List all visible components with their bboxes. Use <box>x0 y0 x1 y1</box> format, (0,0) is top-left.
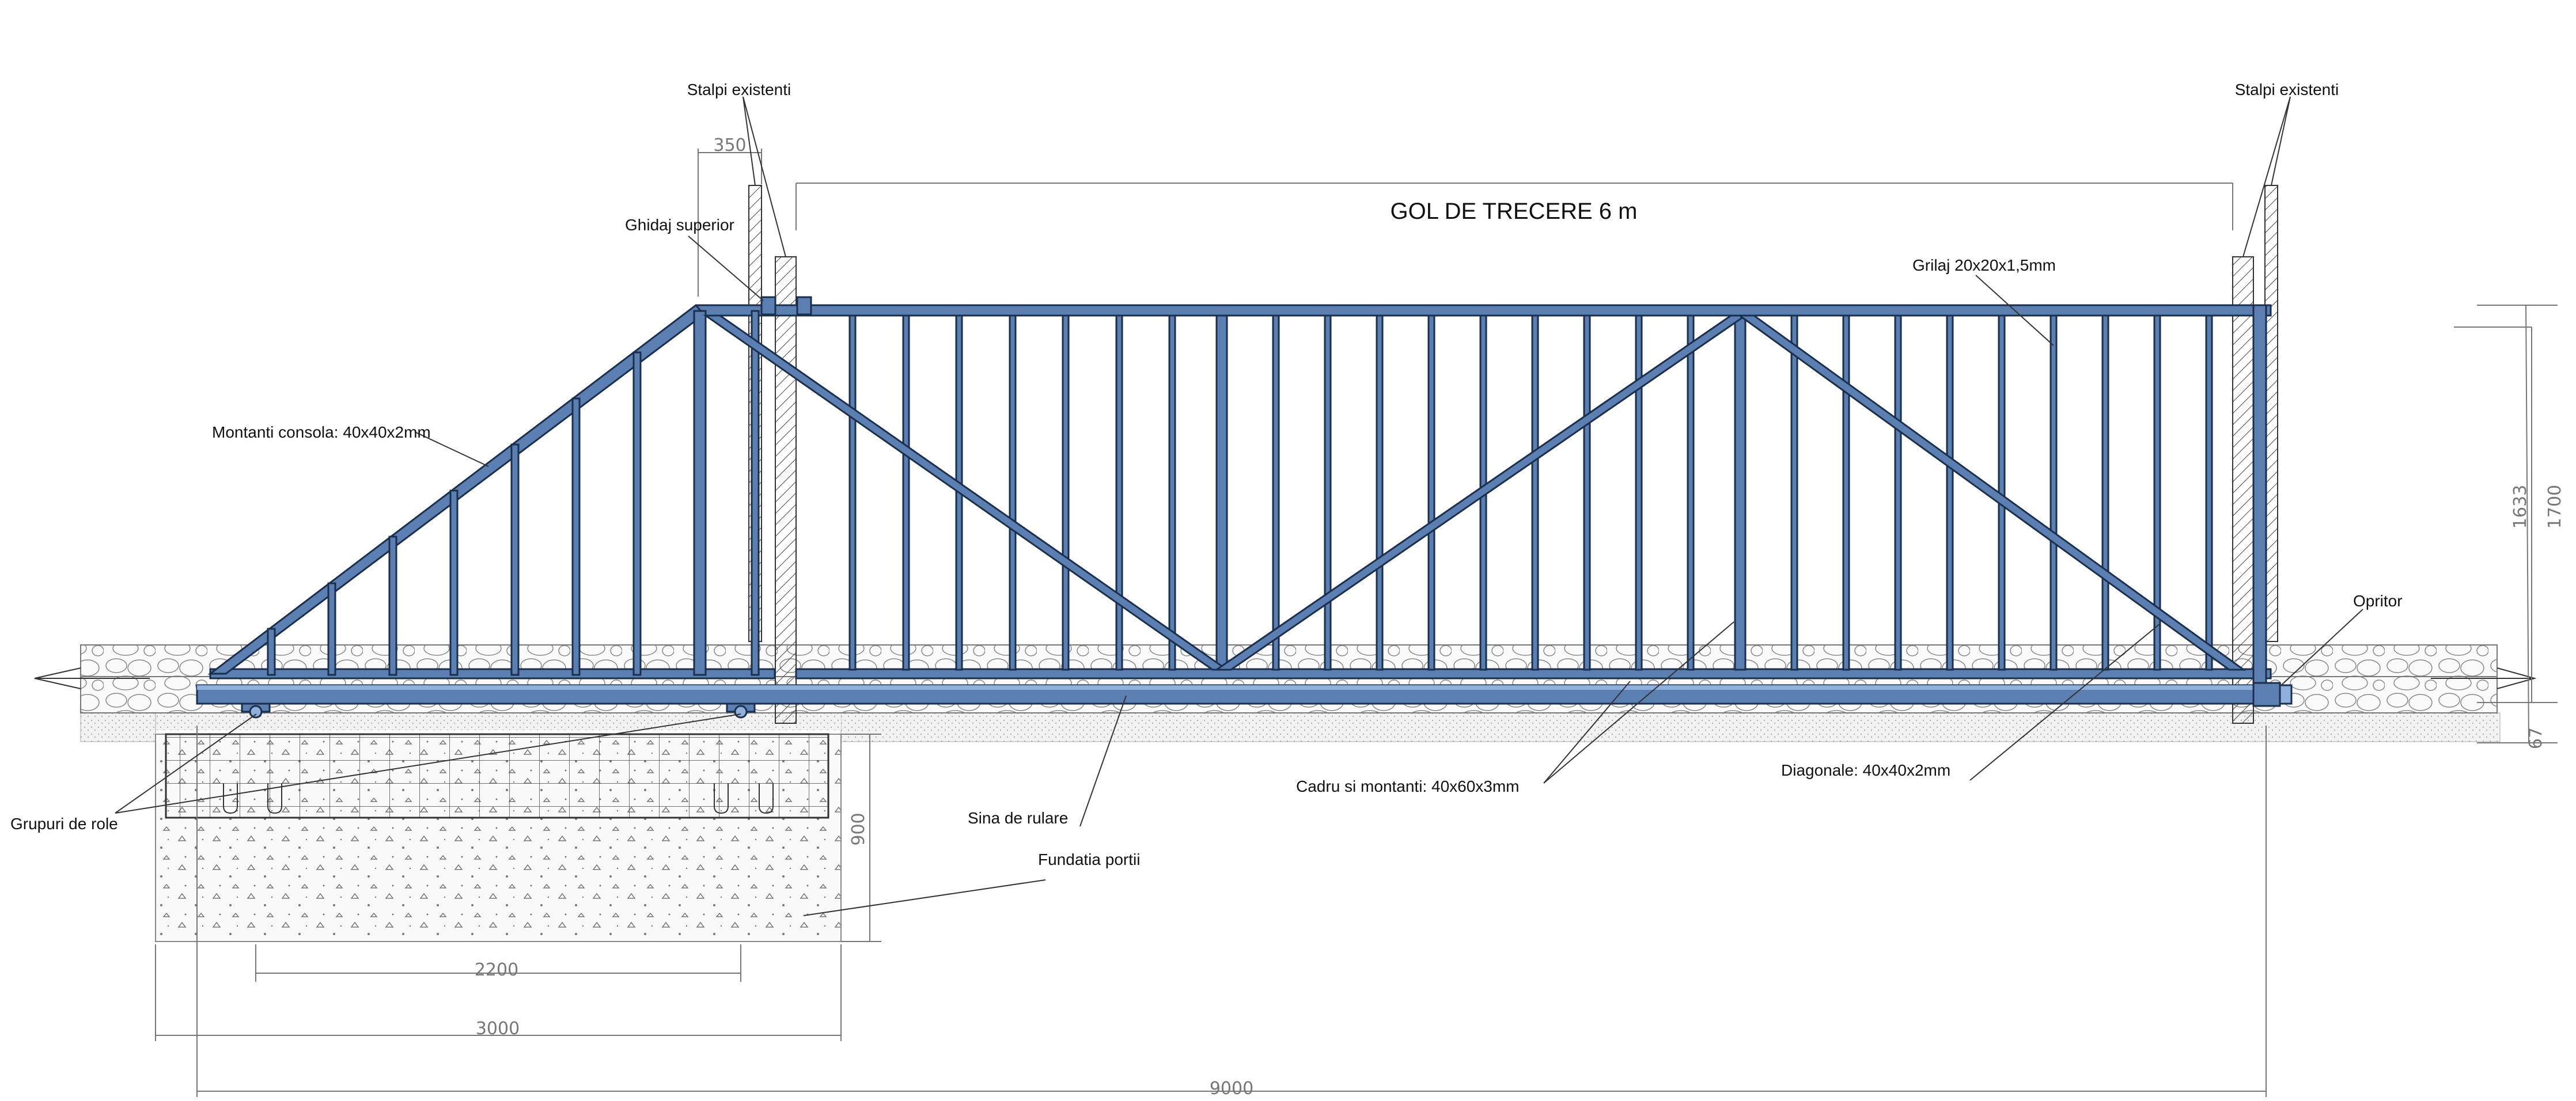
gate-opening-title: GOL DE TRECERE 6 m <box>1391 199 1638 224</box>
label-console-uprights: Montanti consola: 40x40x2mm <box>212 423 431 441</box>
label-roller-groups: Grupuri de role <box>10 815 118 833</box>
label-grille: Grilaj 20x20x1,5mm <box>1912 256 2056 274</box>
roller-groups <box>241 703 756 719</box>
foundation <box>155 733 842 942</box>
dim-1633: 1633 <box>2510 485 2530 529</box>
dim-3000: 3000 <box>476 1019 520 1039</box>
label-existing-posts-right: Stalpi existenti <box>2235 81 2339 98</box>
dimension-lines <box>155 149 2558 1097</box>
dim-1700: 1700 <box>2545 485 2565 529</box>
leader-lines <box>115 96 2363 916</box>
label-frame: Cadru si montanti: 40x60x3mm <box>1296 777 1520 795</box>
dim-350: 350 <box>713 135 746 155</box>
label-existing-posts-left: Stalpi existenti <box>687 81 791 98</box>
label-diagonals: Diagonale: 40x40x2mm <box>1781 761 1950 779</box>
label-foundation: Fundatia portii <box>1038 851 1140 868</box>
dim-9000: 9000 <box>1210 1079 1253 1099</box>
label-top-guide: Ghidaj superior <box>625 216 734 234</box>
dim-2200: 2200 <box>475 960 518 980</box>
dim-67: 67 <box>2526 727 2546 749</box>
dim-900: 900 <box>848 813 869 845</box>
gate-frame <box>196 296 2293 707</box>
label-stopper: Opritor <box>2353 592 2403 610</box>
label-rail: Sina de rulare <box>968 809 1068 827</box>
